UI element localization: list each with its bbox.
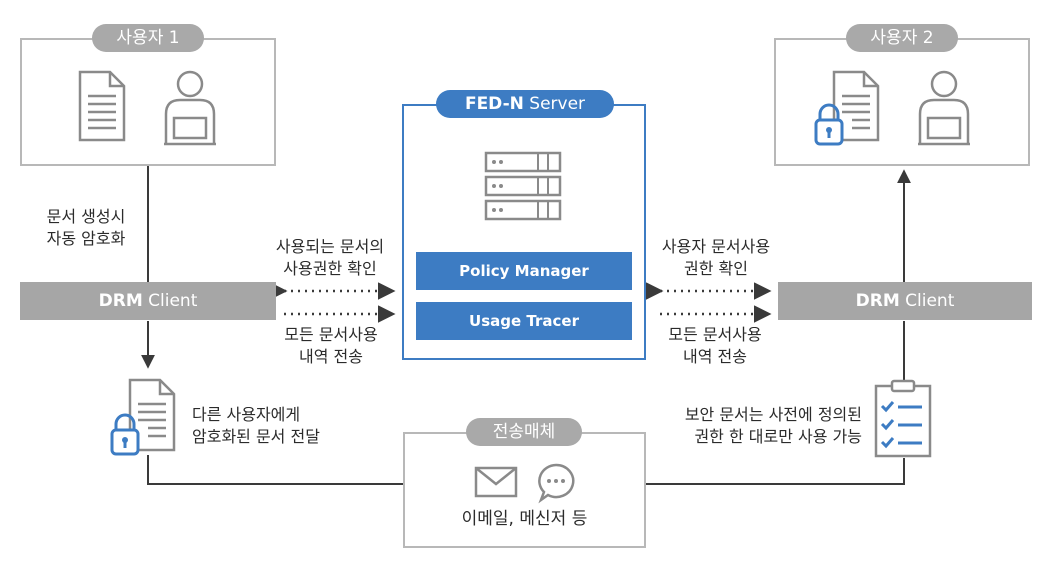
left-bottom-text: 모든 문서사용 내역 전송 [268, 324, 394, 368]
right-bottom-text: 모든 문서사용 내역 전송 [652, 324, 778, 368]
policy-manager-module: Policy Manager [416, 252, 632, 290]
medium-box [403, 432, 646, 548]
envelope-icon [474, 466, 518, 498]
line-doc-to-medium [147, 455, 404, 485]
drm-client-left: DRM Client [20, 282, 276, 320]
user1-box [20, 38, 276, 166]
right-top-text: 사용자 문서사용 권한 확인 [646, 236, 786, 280]
deliver-text: 다른 사용자에게 암호화된 문서 전달 [192, 404, 320, 448]
usage-tracer-module: Usage Tracer [416, 302, 632, 340]
auto-encrypt-line-1: 문서 생성시 [46, 207, 126, 226]
left-top-line-1: 사용되는 문서의 [275, 237, 385, 256]
user-icon [164, 70, 216, 146]
drm-right-rest: Client [899, 291, 955, 311]
auto-encrypt-text: 문서 생성시 자동 암호화 [30, 206, 142, 250]
chat-bubble-icon [538, 463, 575, 504]
left-bottom-line-1: 모든 문서사용 [284, 325, 378, 344]
right-top-line-2: 권한 확인 [684, 259, 748, 278]
locked-document-icon [814, 70, 880, 146]
line-medium-to-checklist [645, 458, 905, 485]
user2-box [774, 38, 1030, 166]
deliver-line-1: 다른 사용자에게 [192, 405, 301, 424]
right-bottom-line-1: 모든 문서사용 [668, 325, 762, 344]
server-label-rest: Server [523, 94, 586, 114]
checklist-icon [874, 379, 932, 458]
locked-document-icon [110, 378, 176, 456]
right-bottom-line-2: 내역 전송 [683, 347, 747, 366]
server-rack-icon [484, 151, 562, 221]
medium-label: 전송매체 [466, 418, 582, 446]
user-icon [918, 70, 970, 146]
left-top-text: 사용되는 문서의 사용권한 확인 [260, 236, 400, 280]
secure-line-2: 권한 한 대로만 사용 가능 [694, 427, 862, 446]
auto-encrypt-line-2: 자동 암호화 [46, 229, 126, 248]
server-label: FED-N Server [436, 90, 614, 118]
drm-left-bold: DRM [98, 291, 143, 311]
right-top-line-1: 사용자 문서사용 [661, 237, 771, 256]
left-bottom-line-2: 내역 전송 [299, 347, 363, 366]
server-label-bold: FED-N [464, 94, 524, 114]
document-icon [78, 70, 126, 142]
secure-line-1: 보안 문서는 사전에 정의된 [684, 405, 862, 424]
user2-label: 사용자 2 [846, 24, 958, 52]
medium-caption: 이메일, 메신저 등 [461, 509, 588, 529]
drm-right-bold: DRM [855, 291, 900, 311]
secure-text: 보안 문서는 사전에 정의된 권한 한 대로만 사용 가능 [630, 404, 862, 448]
deliver-line-2: 암호화된 문서 전달 [192, 427, 320, 446]
left-top-line-2: 사용권한 확인 [283, 259, 377, 278]
user1-label: 사용자 1 [92, 24, 204, 52]
drm-client-right: DRM Client [778, 282, 1032, 320]
drm-left-rest: Client [142, 291, 198, 311]
